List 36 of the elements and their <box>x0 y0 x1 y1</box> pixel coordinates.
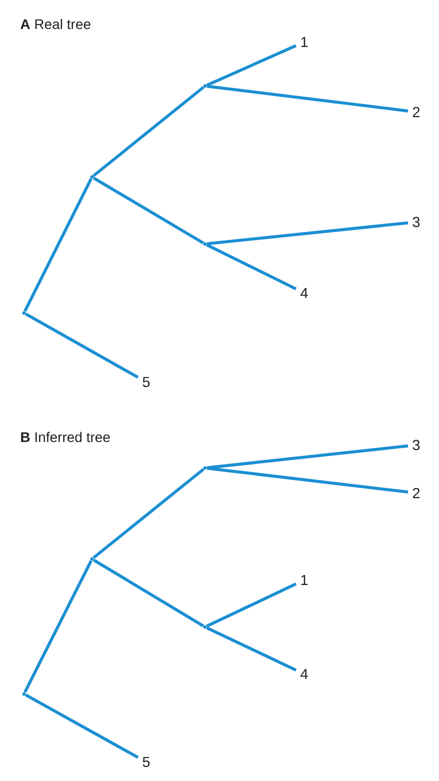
branch-line <box>24 178 92 312</box>
branch-point <box>90 557 94 561</box>
leaf-number: 3 <box>412 216 420 228</box>
branch-line <box>206 221 408 246</box>
branch-line <box>206 582 297 628</box>
branch-point <box>203 466 207 470</box>
branch-line <box>92 176 204 244</box>
branch-line <box>25 694 139 759</box>
branch-line <box>206 84 408 112</box>
branch-line <box>92 468 204 559</box>
leaf-number: 4 <box>300 288 308 298</box>
leaf-number: 5 <box>142 756 150 768</box>
branch-line <box>206 626 297 672</box>
leaf-number: 4 <box>300 669 308 679</box>
leaf-number: 5 <box>142 376 150 388</box>
branch-point <box>203 242 207 246</box>
branch-point <box>90 175 94 179</box>
leaf-number: 3 <box>412 440 420 450</box>
leaf-number: 1 <box>301 575 308 585</box>
branch-point <box>203 625 207 629</box>
panel-title: B Inferred tree <box>21 432 110 442</box>
panel-title: A Real tree <box>20 18 90 30</box>
branch-line <box>206 244 297 290</box>
leaf-number: 2 <box>412 106 420 118</box>
branch-point <box>203 84 207 88</box>
branch-line <box>92 558 204 628</box>
leaf-number: 1 <box>301 37 308 47</box>
branch-line <box>206 444 408 470</box>
branch-point <box>22 311 26 315</box>
leaf-number: 2 <box>412 488 420 498</box>
branch-point <box>22 692 26 696</box>
branch-line <box>92 86 204 177</box>
branch-line <box>25 312 139 379</box>
branch-line <box>24 560 92 693</box>
branch-line <box>206 44 297 87</box>
branch-line <box>206 466 408 494</box>
